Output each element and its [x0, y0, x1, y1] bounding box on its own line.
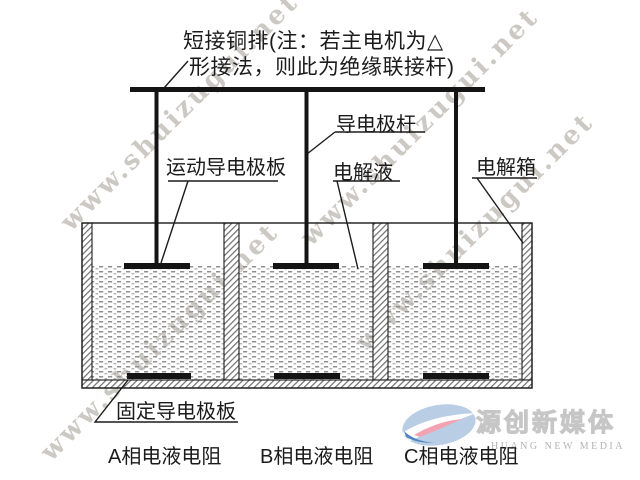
caption-phase-b: B相电液电阻 — [260, 446, 374, 468]
electrode-rods — [154, 89, 458, 265]
caption-phase-a: A相电液电阻 — [108, 446, 222, 468]
label-moving-electrode-plate: 运动导电极板 — [166, 157, 286, 179]
copper-bus-bar — [130, 87, 485, 92]
brand-name-cn: 源创新媒体 — [475, 409, 617, 438]
label-electrolyte: 电解液 — [333, 162, 393, 184]
label-fixed-electrode-plate: 固定导电极板 — [116, 401, 236, 423]
moving-electrode-plates — [124, 263, 489, 269]
leader-lines — [93, 60, 537, 423]
electrolyte-liquid — [92, 265, 522, 380]
note-line-1: 短接铜排(注：若主电机为△ — [183, 30, 444, 53]
note-line-2: 形接法，则此为绝缘联接杆) — [189, 56, 455, 79]
brand-swoosh-icon — [402, 404, 476, 446]
label-electrode-rod: 导电极杆 — [336, 114, 416, 136]
brand-logo: 源创新媒体 HUANG NEW MEDIA — [396, 396, 628, 458]
fixed-electrode-plates — [127, 373, 489, 379]
brand-name-en: HUANG NEW MEDIA — [491, 441, 625, 452]
caption-phase-c: C相电液电阻 — [404, 446, 519, 468]
label-electrolyte-tank: 电解箱 — [476, 157, 536, 179]
tank-walls — [81, 222, 533, 389]
